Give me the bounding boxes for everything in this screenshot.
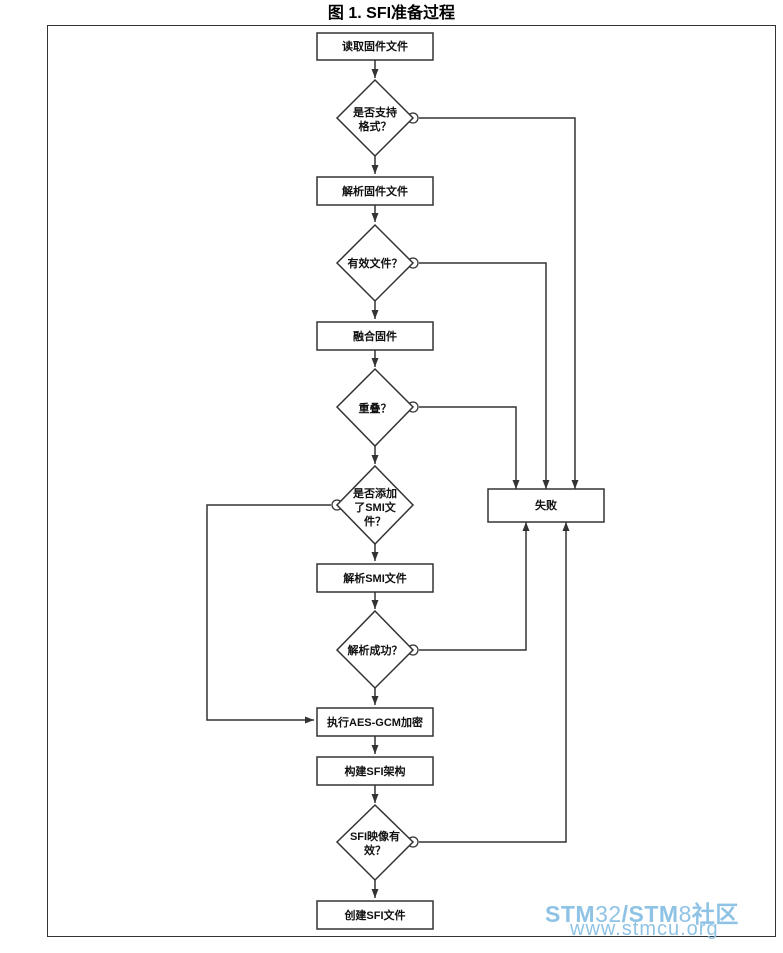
node-label: 件？ <box>364 514 386 528</box>
watermark-brand: STM32/STM8社区 <box>545 895 739 929</box>
node-label: 创建SFI文件 <box>343 908 405 922</box>
node-label: 读取固件文件 <box>342 39 408 53</box>
decision-image-valid <box>335 803 415 882</box>
node-label: 是否添加 <box>352 486 397 500</box>
connector <box>419 262 550 489</box>
watermark-part: 8 <box>678 901 692 927</box>
figure-frame <box>47 25 776 937</box>
node-label: 了SMI文 <box>354 500 397 514</box>
connector <box>419 117 579 489</box>
node-label: 是否支持 <box>352 105 397 119</box>
connector <box>419 522 570 843</box>
decision-overlap <box>335 367 415 448</box>
process-box-read-firmware <box>316 32 434 61</box>
connector <box>206 504 331 724</box>
process-box-create-sfi <box>316 900 434 930</box>
connectors <box>206 60 579 898</box>
process-box-fail <box>487 488 605 523</box>
node-label: 格式？ <box>359 119 392 133</box>
watermark-part: /STM <box>621 901 679 927</box>
node-label: 融合固件 <box>353 329 397 343</box>
watermark-url: www.stmcu.org <box>570 918 719 940</box>
connector <box>419 406 520 489</box>
node-label: 失败 <box>535 498 557 512</box>
process-box-parse-firmware <box>316 176 434 206</box>
connector <box>419 522 530 651</box>
node-label: 解析SMI文件 <box>343 571 407 585</box>
process-box-parse-smi <box>316 563 434 593</box>
node-label: 重叠？ <box>359 401 392 415</box>
node-label: 有效文件？ <box>348 256 403 270</box>
node-label: 效？ <box>364 843 386 857</box>
watermark-part: 社区 <box>691 901 739 927</box>
decision-valid-file <box>335 223 415 303</box>
node-label: 解析成功？ <box>348 643 403 657</box>
decision-supported-format <box>335 78 415 158</box>
decision-smi-added <box>335 464 415 546</box>
process-box-aes-gcm <box>316 707 434 737</box>
decision-parse-success <box>335 609 415 690</box>
node-label: 执行AES-GCM加密 <box>327 715 423 729</box>
node-label: 构建SFI架构 <box>344 764 405 778</box>
watermark-part: STM <box>545 901 596 927</box>
process-box-merge-firmware <box>316 321 434 351</box>
process-box-build-sfi <box>316 756 434 786</box>
watermark-part: 32 <box>595 901 622 927</box>
node-label: 解析固件文件 <box>342 184 408 198</box>
node-label: SFI映像有 <box>350 829 400 843</box>
figure-title: 图 1. SFI准备过程 <box>327 5 456 22</box>
